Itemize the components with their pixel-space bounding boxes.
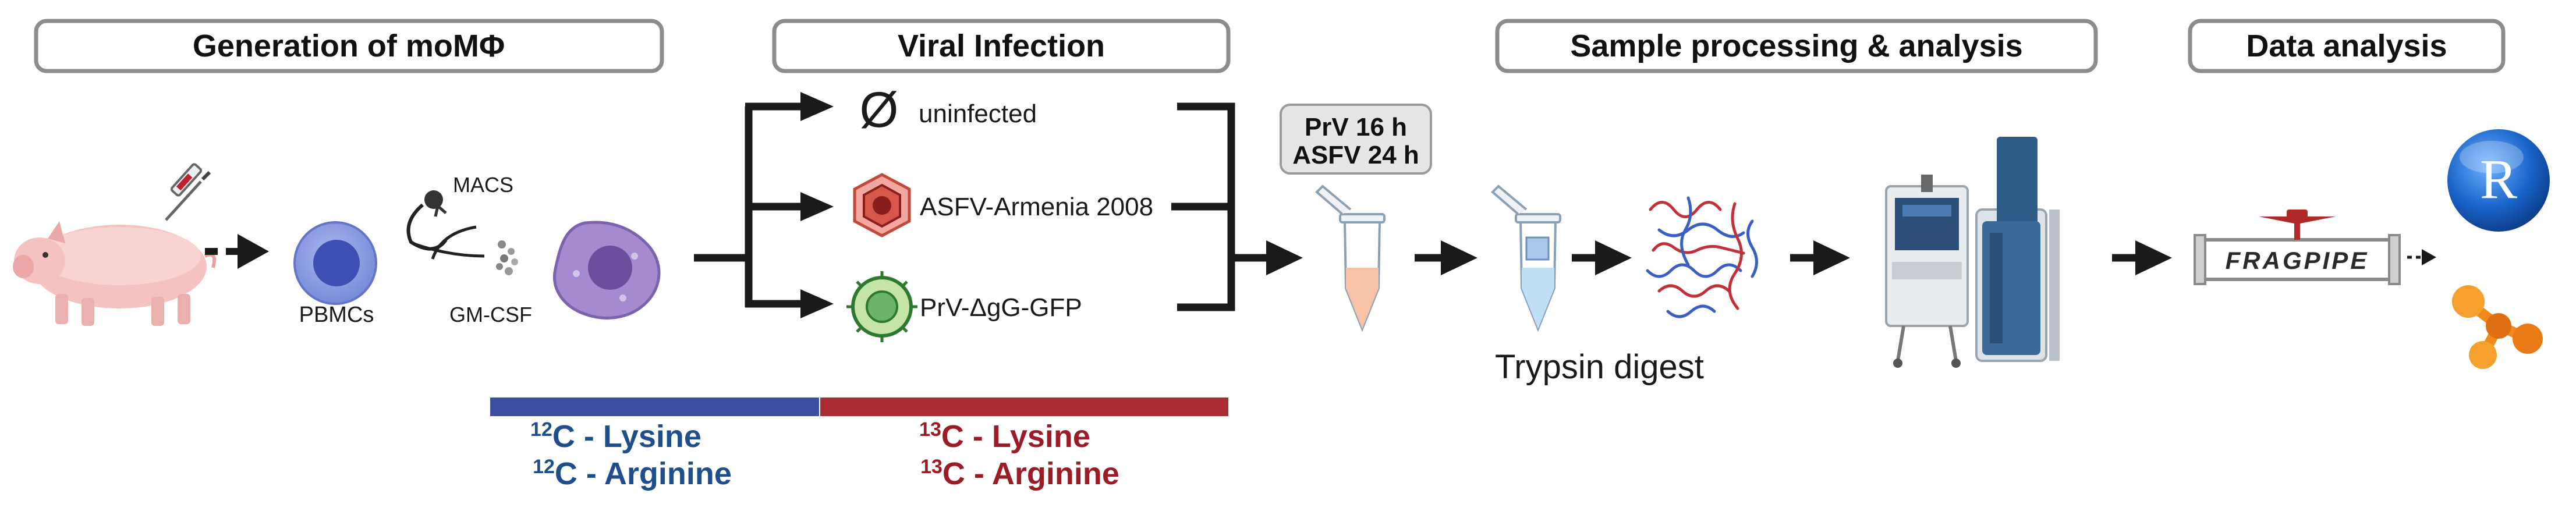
arrow-pig-to-pbmc: [205, 234, 269, 269]
header-processing-title: Sample processing & analysis: [1570, 29, 2022, 63]
svg-text:12C - Arginine: 12C - Arginine: [533, 456, 732, 491]
uninfected-symbol: Ø: [860, 82, 899, 138]
pbmc-label: PBMCs: [299, 303, 374, 327]
light-lysine-mass: 12: [530, 418, 552, 441]
header-generation: Generation of moMΦ: [34, 19, 664, 73]
heavy-lysine-mass: 13: [919, 418, 941, 441]
dashed-arrow-to-outputs: [2407, 249, 2436, 265]
arrow-peptides-to-ms: [1790, 240, 1850, 275]
arrow-tube-to-tube: [1415, 240, 1477, 275]
header-data-title: Data analysis: [2246, 29, 2447, 63]
svg-text:13C - Arginine: 13C - Arginine: [920, 456, 1119, 491]
heavy-label-text: 13C - Lysine 13C - Arginine: [919, 418, 1119, 491]
macs-label: MACS: [453, 173, 513, 197]
converge-bracket: [1171, 102, 1303, 311]
labeling-bars: [490, 398, 1228, 416]
asfv-virus-icon: [853, 173, 911, 237]
light-label-bar: [490, 398, 819, 416]
pig-icon: [13, 221, 217, 326]
arrow-ms-to-software: [2112, 240, 2172, 275]
timepoint-box: PrV 16 h ASFV 24 h: [1280, 104, 1432, 175]
timepoint-asfv: ASFV 24 h: [1292, 141, 1419, 169]
macs-arrow: [415, 225, 485, 260]
syringe-icon: [165, 163, 211, 221]
heavy-label-bar: [820, 398, 1228, 416]
light-arginine-mass: 12: [533, 456, 555, 478]
trypsin-digest-label: Trypsin digest: [1495, 348, 1704, 386]
header-infection-title: Viral Infection: [898, 29, 1105, 63]
tube-icon: [1315, 184, 1386, 332]
fragpipe-logo-icon: FRAGPIPE: [2194, 210, 2401, 285]
branch-arrows: [694, 92, 834, 318]
mass-spectrometer-icon: [1885, 137, 2060, 368]
arrow-tube-to-peptides: [1572, 240, 1632, 275]
header-processing: Sample processing & analysis: [1495, 19, 2098, 73]
gmcsf-dots-icon: [496, 240, 518, 275]
peptides-icon: [1646, 196, 1758, 318]
r-logo-icon: R: [2447, 129, 2550, 232]
header-generation-title: Generation of moMΦ: [193, 29, 505, 63]
svg-text:13C - Lysine: 13C - Lysine: [919, 418, 1090, 454]
heavy-arginine: C - Arginine: [942, 456, 1119, 491]
macrophage-icon: [553, 221, 661, 320]
svg-text:12C - Lysine: 12C - Lysine: [530, 418, 701, 454]
pbmc-cell-icon: [293, 221, 377, 305]
light-arginine: C - Arginine: [555, 456, 732, 491]
asfv-label: ASFV-Armenia 2008: [920, 193, 1153, 221]
light-label-text: 12C - Lysine 12C - Arginine: [530, 418, 732, 491]
prv-virus-icon: [846, 271, 917, 342]
prv-label: PrV-ΔgG-GFP: [920, 293, 1082, 322]
macs-bead-icon: [406, 190, 448, 251]
heavy-lysine: C - Lysine: [941, 419, 1090, 454]
uninfected-label: uninfected: [919, 100, 1037, 128]
header-data: Data analysis: [2188, 19, 2506, 73]
gmcsf-label: GM-CSF: [449, 303, 532, 327]
digest-tube-icon: [1491, 184, 1561, 332]
network-icon: [2452, 285, 2543, 369]
fragpipe-text: FRAGPIPE: [2226, 247, 2369, 274]
header-infection: Viral Infection: [772, 19, 1231, 73]
light-lysine: C - Lysine: [552, 419, 701, 454]
timepoint-prv: PrV 16 h: [1305, 113, 1407, 141]
heavy-arginine-mass: 13: [920, 456, 942, 478]
r-logo-letter: R: [2480, 148, 2517, 210]
